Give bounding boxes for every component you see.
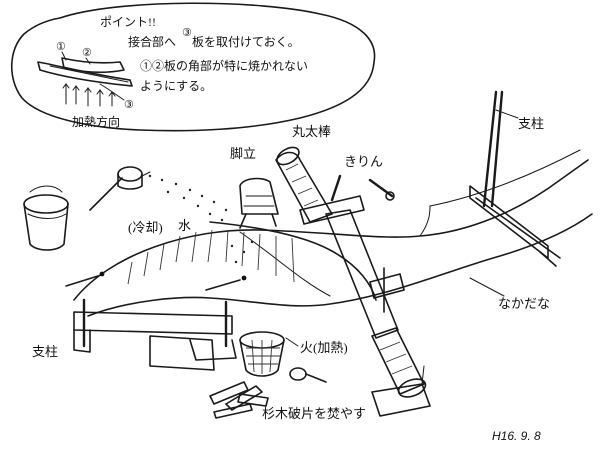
firewood-pile: [209, 381, 269, 419]
bucket-icon: [23, 185, 69, 251]
label-water: 水: [178, 218, 191, 233]
callout-title: ポイント!!: [100, 15, 156, 29]
callout-line3: ようにする。: [140, 79, 212, 93]
fire-leader: [285, 337, 299, 347]
right-trestle: [469, 185, 561, 267]
jack: [330, 174, 395, 202]
marker-2: ②: [82, 47, 92, 59]
label-support-top-right: 支柱: [518, 116, 544, 131]
marker-3: ③: [124, 99, 134, 111]
callout-outline: [11, 2, 376, 132]
log-lever: [275, 146, 333, 223]
burner-icon: [289, 367, 327, 383]
label-stand: 脚立: [230, 146, 256, 161]
label-support-left: 支柱: [32, 344, 58, 359]
label-keel-plank: なかだな: [498, 296, 550, 311]
support-post-right: [482, 90, 519, 208]
label-log-lever: 丸太棒: [292, 124, 331, 139]
marker-1: ①: [56, 41, 66, 53]
callout-line1-post: 板を取付けておく。: [192, 35, 300, 49]
label-fuel: 杉木破片を焚やす: [262, 406, 366, 421]
left-clamp-assembly: [65, 271, 247, 371]
watering-can-icon: [89, 166, 151, 211]
stepladder: [239, 177, 279, 229]
fire-basket: [239, 331, 285, 377]
label-jack: きりん: [344, 154, 383, 169]
wet-hatching: [127, 229, 295, 285]
heat-direction-label: 加熱方向: [72, 114, 120, 129]
lower-log: [371, 327, 431, 417]
clamp-post-center: [299, 195, 405, 339]
callout-line1-mark: ③: [182, 27, 192, 39]
joint-plank-sketch: [37, 51, 133, 101]
callout-line2: ①②板の角部が特に焼かれない: [140, 58, 308, 73]
callout-line1-pre: 接合部へ: [128, 34, 176, 49]
water-drops: [148, 174, 254, 264]
drawing-date: H16. 9. 8: [492, 429, 541, 443]
label-cooling: (冷却): [128, 220, 163, 235]
keel-plank-leader: [469, 277, 505, 297]
label-fire: 火(加熱): [300, 340, 348, 355]
callout-bubble: [11, 2, 376, 132]
heat-direction-arrows: [62, 83, 116, 107]
